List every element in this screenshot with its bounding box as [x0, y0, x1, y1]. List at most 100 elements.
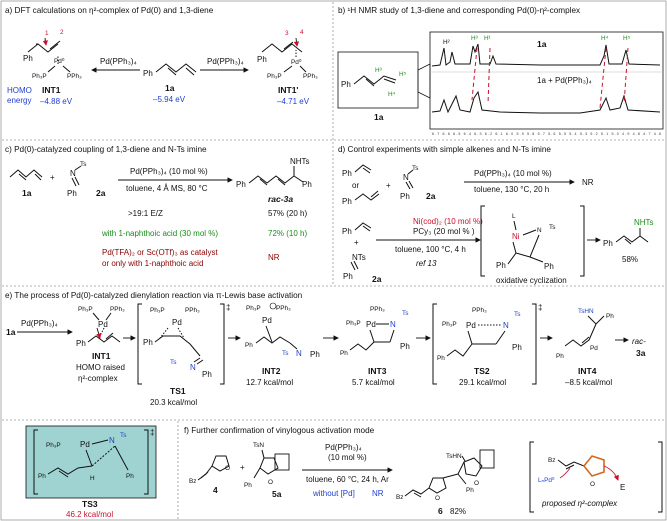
nmr-molecule: Ph H³ H⁵ H⁴ — [341, 67, 407, 98]
pd0-label: Pd⁰ — [54, 58, 65, 65]
spectrum-trace-bottom — [431, 90, 661, 114]
panel-a-title: a) DFT calculations on η²-complex of Pd(… — [5, 6, 214, 15]
peak-h1: H¹ — [484, 35, 491, 42]
cond-d-3: toluene, 100 °C, 4 h — [395, 245, 466, 254]
ni-yield: 58% — [622, 255, 638, 264]
int2-label: INT2 — [262, 366, 281, 376]
row2-left: with 1-naphthoic acid (30 mol %) — [101, 229, 218, 238]
ts-label: Ts — [170, 359, 176, 366]
panel-b: b) ¹H NMR study of 1,3-diene and corresp… — [337, 6, 664, 136]
reagent-left: Pd(PPh₃)₄ — [100, 57, 137, 66]
label-1a: 1a — [22, 188, 32, 198]
ph-label: Ph — [496, 261, 506, 270]
n-label: N — [403, 173, 409, 182]
ts3-ph3p: Ph₃P — [46, 442, 61, 449]
ph-label: Ph — [400, 192, 410, 201]
product-6-label: 6 — [438, 506, 443, 516]
n-label: N — [70, 169, 76, 178]
cond-c-1: Pd(PPh₃)₄ (10 mol %) — [130, 167, 208, 176]
bz-label: Bz — [548, 457, 555, 464]
compound-4: Bz O — [189, 455, 230, 485]
ph-label: Ph — [143, 69, 153, 78]
panel-ts3: ‡ Ph₃P Pd N Ts Ph Ph H TS3 46.2 kcal/mol — [25, 425, 157, 519]
imine-2a: Ts N Ph — [400, 165, 418, 201]
ts3-pd: Pd — [80, 440, 90, 449]
int2-structure: Ph₃P PPh₃ Pd Ph Ts N Ph — [245, 302, 320, 359]
ph-label: Ph — [544, 262, 554, 271]
n-label: N — [190, 363, 196, 372]
homo-raised: HOMO raised — [76, 363, 125, 372]
label-4: 4 — [213, 485, 218, 495]
mol-h3: H³ — [375, 67, 382, 74]
mol-label: 1a — [374, 112, 384, 122]
ts3-label: TS3 — [82, 499, 98, 509]
ts1-dagger: ‡ — [226, 303, 230, 312]
ph-label: Ph — [244, 482, 252, 489]
cond-d-1: Pd(PPh₃)₄ (10 mol %) — [474, 169, 552, 178]
locant-1: 1 — [45, 30, 49, 37]
ph3p-label: Ph₃P — [32, 73, 47, 80]
ts2-structure: Ph₃P PPh₃ Pd N Ts Ph Ph — [437, 307, 522, 362]
ph: Ph — [340, 350, 348, 357]
ni-label: Ni — [512, 232, 520, 241]
o-label: O — [225, 465, 230, 472]
pd: Pd — [172, 318, 182, 327]
sub-1a-energy: –5.94 eV — [153, 95, 186, 104]
ph-label: Ph — [342, 169, 352, 178]
ph-label: Ph — [342, 227, 352, 236]
o-label: O — [435, 495, 440, 502]
row3-right: NR — [268, 253, 280, 262]
label-2a: 2a — [426, 191, 436, 201]
row3-left-2: or only with 1-naphthoic acid — [102, 259, 203, 268]
panel-c: c) Pd(0)-catalyzed coupling of 1,3-diene… — [5, 145, 312, 268]
e-int1: Ph₃P PPh₃ Pd Ph — [76, 306, 125, 348]
pph3-label: PPh₃ — [303, 73, 318, 80]
label-2a-ni: 2a — [372, 274, 382, 284]
nickelacycle: L Ni N Ts Ph Ph — [496, 213, 555, 271]
ts3-energy: 46.2 kcal/mol — [66, 510, 113, 519]
nts-label: NTs — [352, 253, 366, 262]
final-rac: rac- — [632, 337, 646, 346]
allylbenzene: Ph — [342, 190, 380, 206]
row1-right: 57% (20 h) — [268, 209, 307, 218]
eta2-complex: η²-complex — [78, 374, 118, 383]
ts1-label: TS1 — [170, 386, 186, 396]
ph3p: Ph₃P — [150, 307, 165, 314]
panel-f-title: f) Further confirmation of vinylogous ac… — [184, 426, 375, 435]
ts3-n: N — [109, 436, 115, 445]
ph: Ph — [310, 350, 320, 359]
row3-left-1: Pd(TFA)₂ or Sc(OTf)₃ as catalyst — [102, 248, 218, 257]
ph-label: Ph — [342, 197, 352, 206]
ph-label: Ph — [343, 272, 353, 281]
pd: Pd — [98, 320, 108, 329]
cond-d-ni: Ni(cod)₂ (10 mol %) — [413, 217, 483, 226]
ph3p: Ph₃P — [442, 321, 457, 328]
plus: + — [386, 181, 391, 190]
product-6-yield: 82% — [450, 507, 466, 516]
bz-label: Bz — [189, 478, 196, 485]
locant-4: 4 — [300, 29, 304, 36]
sub-1a-label: 1a — [165, 83, 175, 93]
ph-label: Ph — [341, 80, 351, 89]
ts3-ph: Ph — [126, 473, 134, 480]
ph: Ph — [245, 342, 253, 349]
tshn-label: TsHN — [578, 308, 594, 315]
row2-right: 72% (10 h) — [268, 229, 307, 238]
ref-label: ref 13 — [416, 259, 437, 268]
ph3p: Ph₃P — [246, 305, 261, 312]
int3-structure: Ph₃P PPh₃ Pd N Ts Ph Ph — [340, 306, 410, 357]
pph3: PPh₃ — [110, 306, 125, 313]
cond-f-3: toluene, 60 °C, 24 h, Ar — [306, 475, 389, 484]
peak-h3: H³ — [471, 35, 478, 42]
e-label: E — [620, 483, 625, 492]
plus: + — [50, 173, 55, 182]
int1p-energy: –4.71 eV — [277, 97, 310, 106]
ph: Ph — [512, 343, 522, 352]
panel-c-title: c) Pd(0)-catalyzed coupling of 1,3-diene… — [5, 145, 207, 154]
ts-label: Ts — [549, 224, 555, 231]
int4-energy: –8.5 kcal/mol — [565, 378, 612, 387]
pph3-label: PPh₃ — [67, 73, 82, 80]
oxidative-cyclization: oxidative cyclization — [496, 276, 567, 285]
proposed-label: proposed η²-complex — [541, 499, 618, 508]
